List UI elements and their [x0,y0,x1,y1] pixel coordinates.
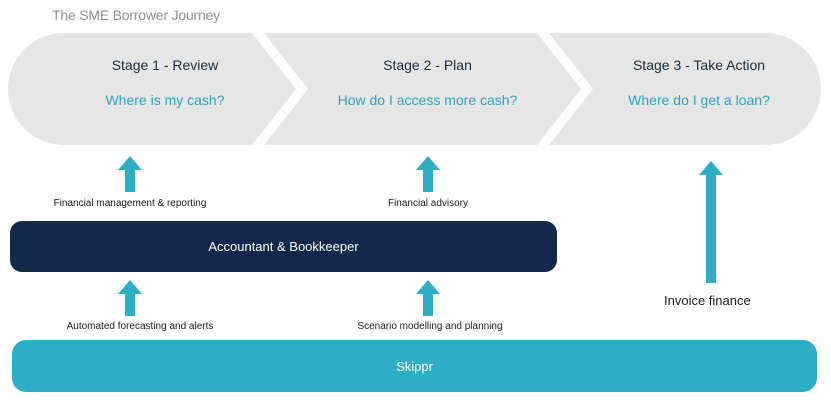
stage-3-question: Where do I get a loan? [628,92,770,108]
label-invoice-finance: Invoice finance [664,293,751,308]
up-arrow-icon [699,161,723,283]
stage-2-name: Stage 2 - Plan [383,57,472,73]
up-arrow-icon [118,280,142,316]
stage-1: Stage 1 - Review Where is my cash? [40,57,290,108]
diagram-title: The SME Borrower Journey [52,7,220,23]
up-arrow-icon [416,280,440,316]
up-arrow-icon [118,156,142,192]
label-financial-advisory: Financial advisory [387,198,469,209]
stage-2-question: How do I access more cash? [337,92,518,108]
label-financial-management: Financial management & reporting [53,198,207,209]
stage-3-name: Stage 3 - Take Action [632,57,766,73]
label-scenario-modelling: Scenario modelling and planning [357,321,503,332]
stage-1-name: Stage 1 - Review [111,57,219,73]
stage-3-shape [549,33,821,145]
label-automated-forecasting: Automated forecasting and alerts [66,321,214,332]
stage-3: Stage 3 - Take Action Where do I get a l… [584,57,814,108]
stage-2-shape [264,33,581,145]
stage-1-shape [8,33,296,145]
accountant-bookkeeper-bar: Accountant & Bookkeeper [10,221,557,272]
skippr-bar: Skippr [12,340,817,392]
stage-1-question: Where is my cash? [105,92,225,108]
stage-2: Stage 2 - Plan How do I access more cash… [300,57,555,108]
stage-chevrons [8,33,821,145]
up-arrow-icon [416,156,440,192]
